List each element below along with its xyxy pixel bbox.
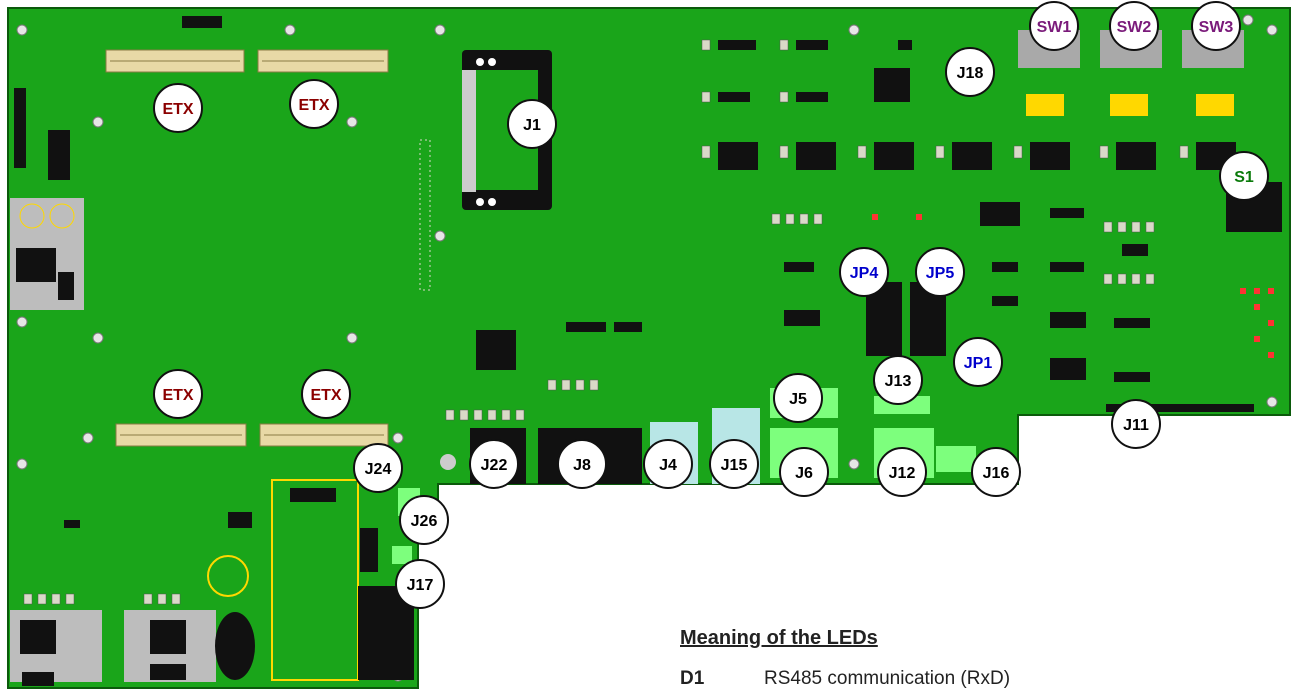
callout-label: J11: [1123, 417, 1149, 434]
callout-j5: J5: [773, 373, 823, 423]
ic-chips: [48, 40, 1236, 528]
callout-label: J26: [411, 513, 438, 530]
callout-etx-2: ETX: [289, 79, 339, 129]
callout-circle: [289, 79, 339, 129]
legend-description: RS485 communication (RxD): [764, 668, 1011, 689]
callout-label: S1: [1234, 169, 1254, 186]
callout-s1: S1: [1219, 151, 1269, 201]
callout-j15: J15: [709, 439, 759, 489]
callout-sw2: SW2: [1109, 1, 1159, 51]
callout-circle: [1219, 151, 1269, 201]
pin-rows: [14, 16, 1254, 412]
callout-label: J24: [365, 461, 392, 478]
callout-circle: [709, 439, 759, 489]
callout-circle: [915, 247, 965, 297]
callout-circle: [1111, 399, 1161, 449]
callout-label: JP1: [964, 355, 993, 372]
callout-j13: J13: [873, 355, 923, 405]
callout-circle: [1029, 1, 1079, 51]
callout-circle: [945, 47, 995, 97]
callout-label: J16: [983, 465, 1010, 482]
led-indicators: [872, 214, 1274, 358]
callout-circle: [877, 447, 927, 497]
callout-label: J4: [659, 457, 677, 474]
callout-label: SW3: [1199, 19, 1234, 36]
callout-label: ETX: [162, 101, 193, 118]
callout-jp1: JP1: [953, 337, 1003, 387]
callout-circle: [395, 559, 445, 609]
callout-circle: [953, 337, 1003, 387]
callout-jp5: JP5: [915, 247, 965, 297]
callout-label: J8: [573, 457, 591, 474]
callout-circle: [469, 439, 519, 489]
callout-sw3: SW3: [1191, 1, 1241, 51]
callout-j18: J18: [945, 47, 995, 97]
callout-j1: J1: [507, 99, 557, 149]
callout-jp4: JP4: [839, 247, 889, 297]
card-socket-j1: [462, 50, 552, 210]
callout-j12: J12: [877, 447, 927, 497]
callout-sw1: SW1: [1029, 1, 1079, 51]
callout-label: ETX: [298, 97, 329, 114]
callout-j26: J26: [399, 495, 449, 545]
callout-etx-1: ETX: [153, 83, 203, 133]
callout-circle: [153, 369, 203, 419]
callout-j17: J17: [395, 559, 445, 609]
callout-label: SW2: [1117, 19, 1152, 36]
callout-circle: [1109, 1, 1159, 51]
power-regulators: [10, 198, 255, 686]
callout-label: J1: [523, 117, 541, 134]
callout-circle: [557, 439, 607, 489]
callout-j4: J4: [643, 439, 693, 489]
callout-circle: [399, 495, 449, 545]
callout-label: JP4: [850, 265, 879, 282]
passive-components: [23, 39, 1189, 605]
callout-j24: J24: [353, 443, 403, 493]
callout-etx-4: ETX: [301, 369, 351, 419]
callout-label: J12: [889, 465, 916, 482]
callout-label: JP5: [926, 265, 955, 282]
callout-etx-3: ETX: [153, 369, 203, 419]
callout-circle: [301, 369, 351, 419]
legend-title: Meaning of the LEDs: [680, 627, 878, 649]
callout-circle: [773, 373, 823, 423]
etx-connectors: [105, 49, 389, 447]
callout-label: SW1: [1037, 19, 1072, 36]
callout-j16: J16: [971, 447, 1021, 497]
callout-circle: [971, 447, 1021, 497]
callout-j11: J11: [1111, 399, 1161, 449]
callout-label: J5: [789, 391, 807, 408]
callout-j6: J6: [779, 447, 829, 497]
callout-label: ETX: [162, 387, 193, 404]
legend-code: D1: [680, 668, 705, 689]
callout-circle: [507, 99, 557, 149]
callout-label: J6: [795, 465, 813, 482]
callout-circle: [779, 447, 829, 497]
callout-circle: [643, 439, 693, 489]
callout-circle: [839, 247, 889, 297]
callout-j22: J22: [469, 439, 519, 489]
callout-j8: J8: [557, 439, 607, 489]
callout-label: J22: [481, 457, 508, 474]
callout-label: J17: [407, 577, 434, 594]
callout-circle: [353, 443, 403, 493]
callout-label: J18: [957, 65, 984, 82]
callout-circle: [873, 355, 923, 405]
callout-label: J13: [885, 373, 912, 390]
terminal-blocks: [271, 479, 414, 681]
legend-row-d1: D1 RS485 communication (RxD): [680, 668, 1010, 690]
callout-label: ETX: [310, 387, 341, 404]
callout-circle: [1191, 1, 1241, 51]
callout-label: J15: [721, 457, 748, 474]
callout-circle: [153, 83, 203, 133]
